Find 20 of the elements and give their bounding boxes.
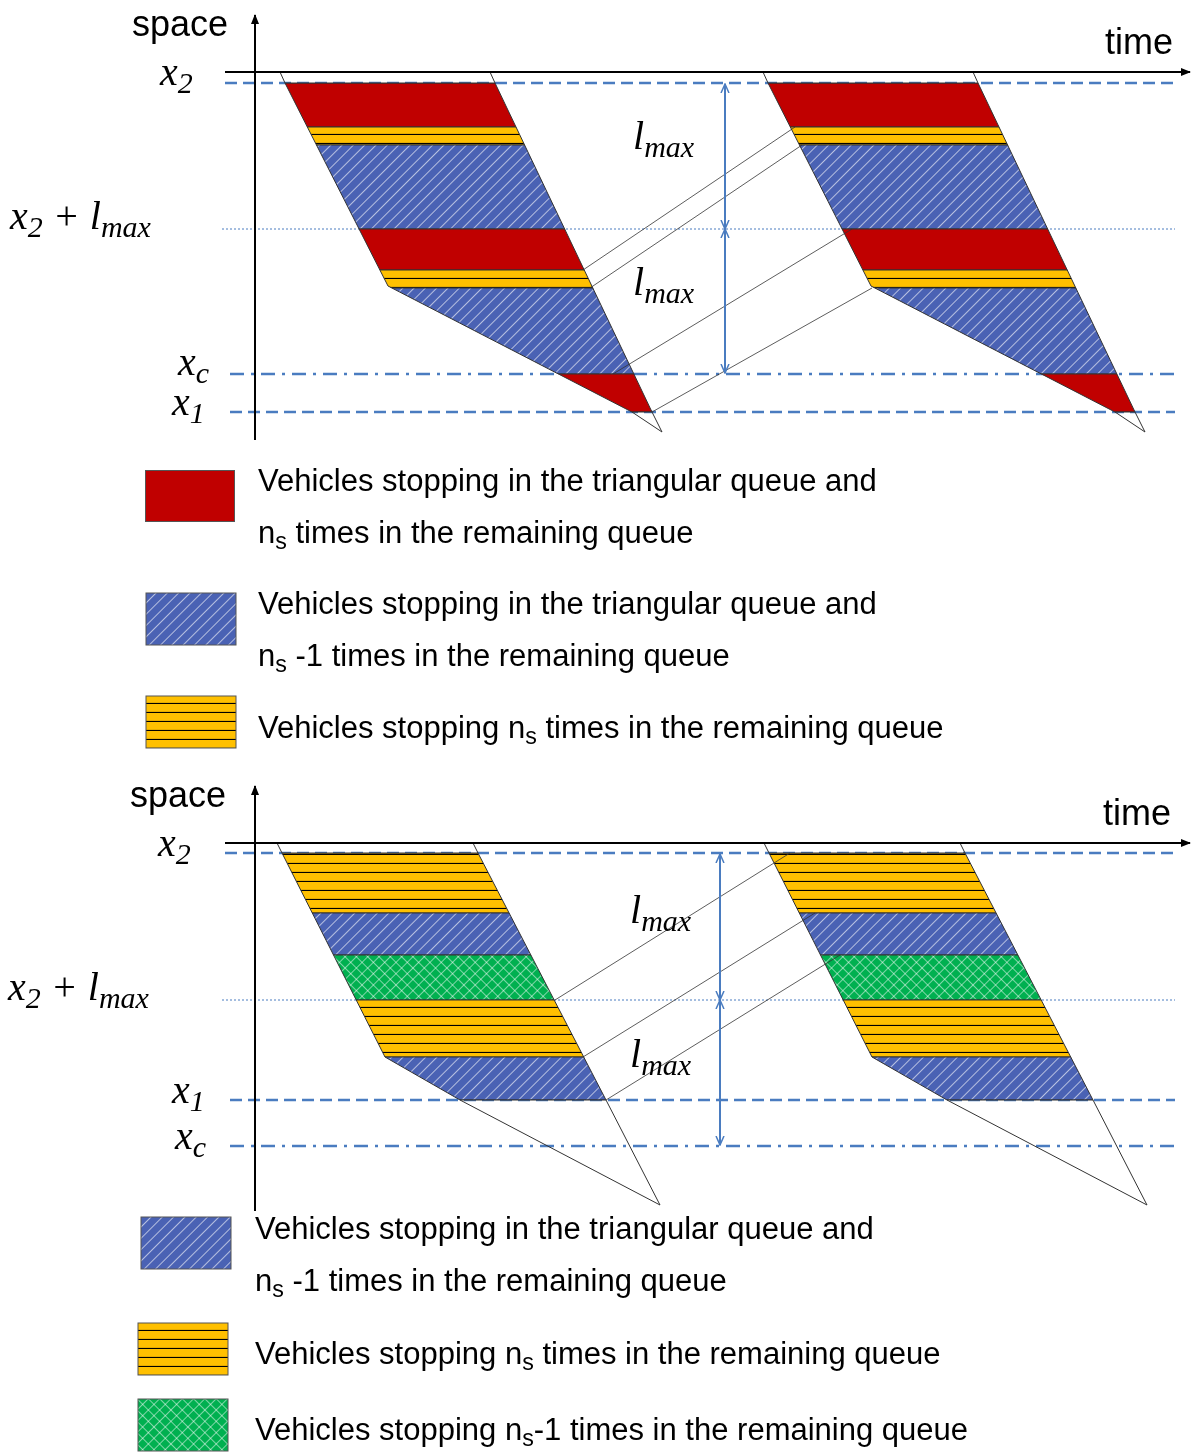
legend-text: Vehicles stopping n$_{s}$-1 times in the remaining queue — [255, 1411, 968, 1452]
legend-text: Vehicles stopping n$_{s}$ times in the remaining queue — [258, 709, 944, 750]
dimension-label: l$_{max}$ — [633, 258, 695, 306]
position-label: x$_{1}$ — [172, 1066, 205, 1114]
legend-text: Vehicles stopping in the triangular queue and n$_{s}$ times in the remaining queue — [258, 462, 878, 556]
position-label: x$_{2}$ — [158, 819, 191, 867]
position-label: x$_{c}$ — [175, 1112, 207, 1160]
legend-text: Vehicles stopping in the triangular queue and n$_{s}$ -1 times in the remaining queue — [255, 1210, 875, 1304]
axis-label: space — [130, 773, 227, 817]
position-label: x$_{2}$ + l$_{max}$ — [8, 963, 149, 1011]
axis-label: space — [132, 2, 229, 46]
legend-text: Vehicles stopping in the triangular queue and n$_{s}$ -1 times in the remaining queue — [258, 585, 878, 679]
axis-label: time — [1103, 791, 1171, 835]
dimension-label: l$_{max}$ — [630, 1030, 692, 1078]
axis-label: time — [1105, 20, 1173, 64]
position-label: x$_{2}$ + l$_{max}$ — [10, 192, 151, 240]
dimension-label: l$_{max}$ — [630, 886, 692, 934]
position-label: x$_{2}$ — [160, 48, 193, 96]
legend-text: Vehicles stopping n$_{s}$ times in the remaining queue — [255, 1335, 941, 1376]
dimension-label: l$_{max}$ — [633, 112, 695, 160]
